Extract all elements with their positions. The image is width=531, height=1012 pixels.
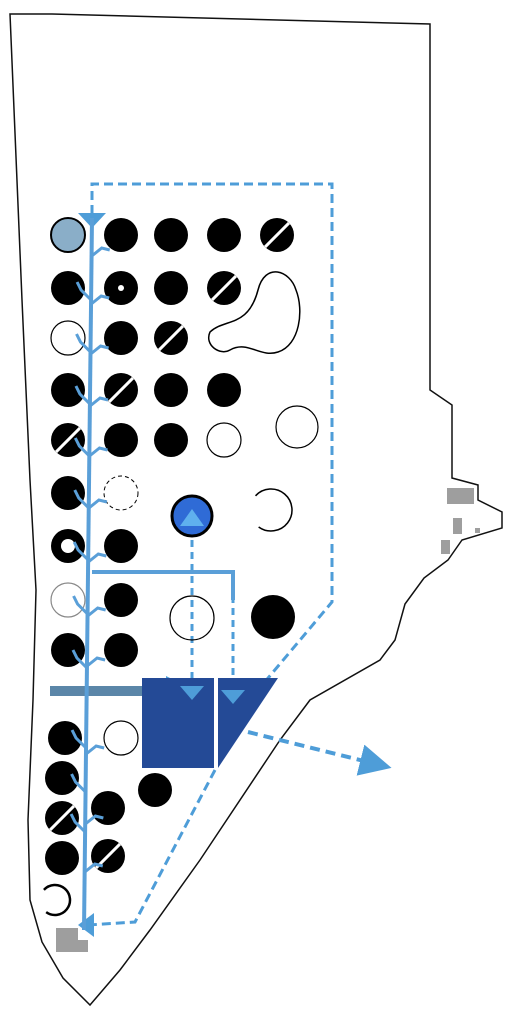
plot-solid — [104, 423, 138, 457]
plot-solid — [154, 373, 188, 407]
pipe-branch — [75, 333, 92, 354]
pipe-branch — [87, 552, 107, 564]
pipe-branch — [86, 656, 106, 668]
plot-slashed — [207, 271, 241, 305]
pipe-branch — [90, 294, 110, 306]
pipe-branch — [88, 446, 108, 458]
buildings — [441, 488, 480, 554]
plot-source — [50, 217, 86, 253]
pipe-branch — [85, 744, 105, 756]
plot-solid — [104, 529, 138, 563]
pipe-branch — [90, 246, 111, 258]
pipe-branch — [70, 773, 87, 794]
building — [453, 518, 462, 534]
pipe-branch — [83, 862, 104, 874]
plot-open-arc — [254, 488, 293, 532]
plot-outline — [103, 720, 139, 756]
plot-solid — [51, 271, 85, 305]
plot-outline — [169, 595, 215, 641]
pipe-branch — [72, 541, 90, 562]
plot-solid — [104, 633, 138, 667]
dashed-loop-return — [87, 769, 217, 927]
plot-solid — [154, 218, 188, 252]
pipe-branch — [89, 344, 109, 356]
plot-open-arc-small — [43, 883, 72, 917]
pipe-branch — [72, 595, 89, 616]
plot-solid — [154, 271, 188, 305]
pipe-branch — [75, 281, 93, 302]
plot-outline-light — [50, 582, 86, 618]
plot-solid — [48, 721, 82, 755]
plot-solid — [51, 373, 85, 407]
pipe-branch — [87, 498, 108, 510]
pipe-branch — [89, 396, 109, 408]
pipe-branch — [71, 649, 89, 670]
plot-solid — [138, 773, 172, 807]
plot-slashed — [45, 801, 79, 835]
storage-tanks — [142, 678, 278, 768]
pipe-branches — [69, 246, 111, 874]
plot-outline — [206, 422, 242, 458]
pipe-branch — [74, 385, 91, 406]
plot-solid — [104, 321, 138, 355]
plot-solid — [104, 583, 138, 617]
plot-outline — [275, 405, 319, 449]
outlet-bar — [50, 686, 142, 696]
dashed-loop-top — [90, 182, 334, 691]
plot-solid — [207, 373, 241, 407]
outlet-building — [56, 928, 88, 952]
plot-outline — [50, 320, 86, 356]
plot-solid — [45, 761, 79, 795]
plot-slashed — [91, 839, 125, 873]
pipe-branch — [70, 729, 88, 750]
dashed-outflow-arrow — [247, 730, 392, 776]
pipe-branch — [84, 814, 104, 826]
site-boundary — [9, 13, 503, 1007]
plot-solid — [51, 476, 85, 510]
plot-slashed — [104, 373, 138, 407]
plot-solid — [45, 841, 79, 875]
building — [475, 528, 480, 533]
pipe-to-tank — [92, 570, 235, 600]
plot-solid — [154, 423, 188, 457]
plot-slashed — [260, 218, 294, 252]
building — [447, 488, 474, 504]
pipe-branch — [73, 489, 90, 510]
pipe-branch — [86, 606, 107, 618]
pond-outline — [207, 271, 301, 354]
storage-tank-left — [142, 678, 214, 768]
plot-slashed — [51, 423, 85, 457]
plot-dashed — [103, 475, 139, 511]
plots-layer — [43, 217, 319, 917]
flow-arrowheads — [78, 213, 245, 937]
plot-solid — [91, 791, 125, 825]
building — [441, 540, 450, 554]
highlight-tank-plot — [170, 494, 214, 538]
plot-solid — [104, 218, 138, 252]
plot-dot — [104, 271, 138, 305]
pipe-network — [69, 217, 235, 931]
pipe-branch — [69, 813, 87, 834]
plot-solid — [207, 218, 241, 252]
arrow-down-icon — [180, 686, 204, 700]
plot-ring — [51, 529, 85, 563]
arrow-down-icon — [221, 690, 245, 704]
plot-slashed — [154, 321, 188, 355]
plot-solid — [251, 595, 295, 639]
arrow-up-icon — [180, 509, 204, 526]
main-pipe — [82, 217, 94, 931]
pipe-branch — [73, 437, 91, 458]
